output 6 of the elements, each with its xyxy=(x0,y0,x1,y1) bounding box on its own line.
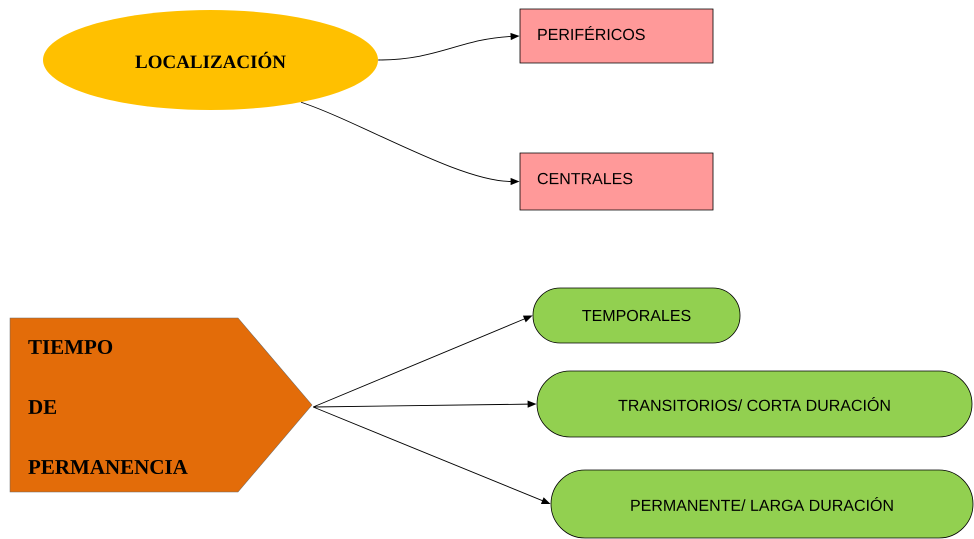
rounded-box: PERMANENTE/ LARGA DURACIÓN xyxy=(550,470,974,538)
ellipse-node: LOCALIZACIÓN xyxy=(43,10,378,110)
rect-box: PERIFÉRICOS xyxy=(520,8,714,64)
rect-box: CENTRALES xyxy=(520,152,714,210)
rounded-box: TRANSITORIOS/ CORTA DURACIÓN xyxy=(536,370,972,438)
rounded-box: TEMPORALES xyxy=(532,288,740,344)
